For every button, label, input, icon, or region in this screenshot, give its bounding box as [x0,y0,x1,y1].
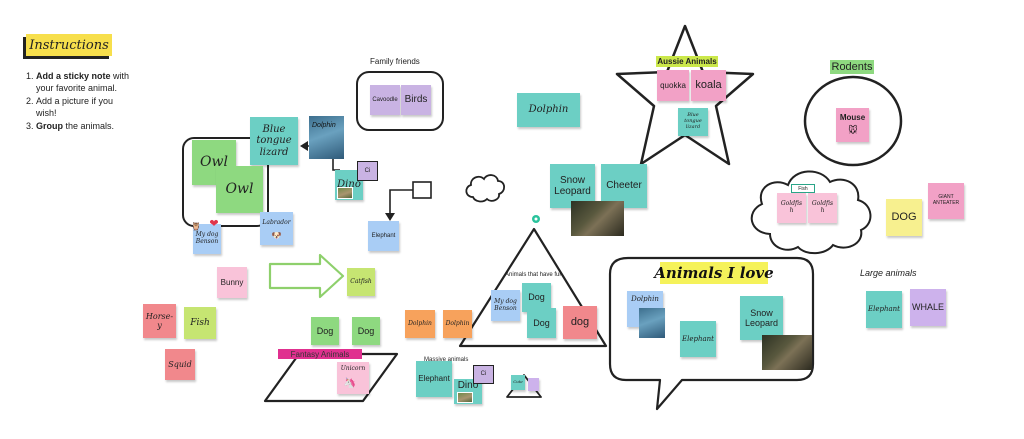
instructions-title[interactable]: Instructions [26,34,112,56]
unicorn-note-text: Unicorn [340,365,366,372]
small-square-shape[interactable] [412,181,432,199]
aussie-animals-label[interactable]: Aussie Animals [656,56,718,67]
massive-animals-label[interactable]: Massive animals [424,357,469,363]
sticky-note-fish[interactable]: Fish [184,307,216,339]
instruction-step-1-bold: Add a sticky note [36,71,111,81]
sticky-note-elephant-large[interactable]: Elephant [866,291,902,328]
sticky-note-birds[interactable]: Birds [401,85,431,115]
owl-icon: 🦉 [191,221,201,231]
sticky-note-dolphin-orange-1[interactable]: Dolphin [405,310,435,338]
sticky-note-mouse[interactable]: Mouse [836,108,869,142]
sticky-note-quokka[interactable]: quokka [657,70,689,101]
sticky-note-bunny[interactable]: Bunny [217,267,247,298]
snow-leopard-photo-1[interactable] [571,201,624,236]
instruction-step-3-text: the animals. [63,120,115,131]
sticky-note-squid[interactable]: Squid [165,349,195,380]
dolphin-photo[interactable] [309,116,344,159]
sticky-note-dog-triangle-1[interactable]: Dog [522,283,551,312]
labrador-note-text: Labrador [262,219,291,226]
sticky-note-dog-red[interactable]: dog [563,306,597,339]
owl-group-frame[interactable] [182,137,269,227]
mouse-face-icon: 🐭 [848,126,858,136]
unicorn-icon: 🦄 [343,377,357,389]
sticky-note-dolphin-orange-2[interactable]: Dolphin [443,310,472,338]
animals-i-love-label[interactable]: Animals I love [654,262,774,284]
instruction-step-1-text: with your favorite animal. [36,71,130,94]
sticky-note-goldfish-2[interactable]: Goldfish [808,193,837,223]
sticky-note-cheeter[interactable]: Cheeter [601,164,647,208]
sticky-note-owl-2[interactable]: Owl [216,166,263,213]
sticky-note-snow-leopard-1[interactable]: Snow Leopard [550,164,595,208]
sticky-note-unicorn[interactable]: Unicorn [337,362,369,394]
rodents-circle-shape[interactable] [803,75,903,167]
instructions-list: Add a sticky note with your favorite ani… [22,70,136,132]
dog-face-icon: 🐶 [271,231,282,240]
sticky-note-snow-leopard-love[interactable]: Snow Leopard [740,296,783,340]
connector-dot-center [534,217,538,221]
sticky-note-dog-yellow[interactable]: DOG [886,199,922,236]
fish-cloud-shape[interactable] [750,170,872,255]
instruction-step-2: Add a picture if you wish! [36,95,136,120]
sticky-note-dog-triangle-2[interactable]: Dog [527,308,556,338]
instruction-step-2-text: Add a picture if you wish! [36,95,114,119]
animals-i-love-bubble[interactable] [608,256,815,411]
mouse-note-text: Mouse [839,113,866,122]
sticky-note-ci-2[interactable]: Ci [473,365,494,384]
sticky-note-catfish[interactable]: Catfish [347,268,375,296]
square-elephant-connector[interactable] [389,189,413,216]
sticky-note-elephant-mid[interactable]: Elephant [368,221,399,251]
dolphin-photo-label: Dolphin [312,122,336,129]
fur-triangle-shape[interactable] [458,227,608,348]
sticky-note-my-dog-benson-triangle[interactable]: My dog Benson [491,290,520,321]
dolphin-love-text: Dolphin [631,295,659,303]
sticky-note-dolphin-center[interactable]: Dolphin [517,93,580,127]
sticky-note-horse-y[interactable]: Horse-y [143,304,176,338]
square-elephant-arrowhead [385,213,395,221]
sticky-note-dog-green-1[interactable]: Dog [311,317,339,345]
sticky-note-elephant-love[interactable]: Elephant [680,321,716,357]
sticky-note-koala[interactable]: koala [691,70,726,101]
dino-dolphin-arrowhead [300,141,308,151]
instruction-step-1: Add a sticky note with your favorite ani… [36,70,136,95]
dino-photo-2[interactable] [457,392,473,403]
sticky-note-my-dog-benson-left[interactable]: My dog Benson [193,224,221,254]
instruction-step-3: Group the animals. [36,120,136,132]
fish-tag-label[interactable]: Fish [791,184,815,193]
rodents-label[interactable]: Rodents [830,60,874,74]
sticky-note-dog-green-2[interactable]: Dog [352,317,380,345]
fantasy-parallelogram-shape[interactable] [263,352,399,403]
sticky-note-blue-tongue-lizard-star[interactable]: Blue tongue lizard [678,108,708,136]
family-friends-frame[interactable] [356,71,444,131]
sticky-note-goldfish-1[interactable]: Goldfish [777,193,806,223]
animals-that-have-fur-label[interactable]: Animals that have fur [505,272,562,278]
snow-leopard-photo-2[interactable] [762,335,812,370]
instruction-step-3-bold: Group [36,120,63,131]
heart-icon: ❤ [209,216,219,230]
sticky-note-small-purple[interactable] [528,378,539,391]
small-cloud-shape[interactable] [465,174,506,203]
sticky-note-ci-1[interactable]: Ci [357,161,378,181]
family-friends-label[interactable]: Family friends [370,57,420,66]
sticky-note-whale[interactable]: WHALE [910,289,946,326]
green-arrow-shape[interactable] [268,253,345,299]
sticky-note-blue-tongue-lizard[interactable]: Blue tongue lizard [250,117,298,165]
dolphin-love-photo[interactable] [639,308,665,338]
sticky-note-giant-anteater[interactable]: GIANT ANTEATER [928,183,964,219]
sticky-note-cavoodle[interactable]: Cavoodle [370,85,400,115]
fantasy-animals-label[interactable]: Fantasy Animals [278,349,362,359]
dino-photo[interactable] [337,187,353,199]
sticky-note-cute-small[interactable]: Cute [511,375,525,390]
large-animals-label[interactable]: Large animals [860,268,917,278]
sticky-note-elephant-massive[interactable]: Elephant [416,361,452,397]
sticky-note-labrador[interactable]: Labrador [260,212,293,245]
